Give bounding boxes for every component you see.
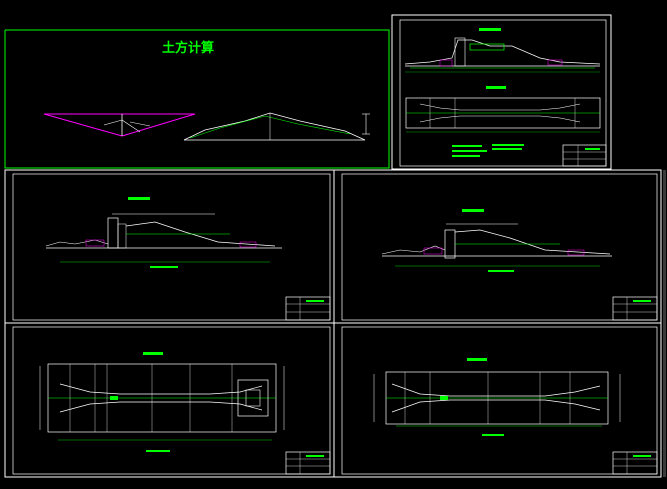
profile-view-drawing <box>45 197 282 268</box>
title-block <box>285 451 331 475</box>
profile-view-drawing <box>404 28 601 73</box>
plan-view-drawing <box>39 352 285 452</box>
title-block <box>612 451 658 475</box>
sheet-inner-border <box>341 173 658 321</box>
sheet-border-green <box>4 29 390 169</box>
sheet-inner-border <box>12 173 331 321</box>
sheet-inner-border <box>399 19 607 167</box>
sheet-longitudinal-profile-right[interactable] <box>333 169 662 324</box>
plan-view-drawing <box>405 86 601 133</box>
sheet-title-earthwork: 土方计算 <box>162 40 214 56</box>
sheet-longitudinal-profile-left[interactable] <box>4 169 335 324</box>
title-block <box>612 296 658 321</box>
sheet-inner-border <box>12 326 331 475</box>
title-block <box>285 296 331 321</box>
sheet-outer-border <box>333 169 662 324</box>
sheet-plan-view-right[interactable] <box>333 322 662 478</box>
sheet-outer-border <box>333 322 662 478</box>
sheet-overview-profile-plan[interactable] <box>391 14 612 170</box>
scroll-edge-indicator[interactable] <box>663 170 666 477</box>
fill-section-diagram <box>183 112 370 141</box>
notes-block <box>452 144 524 157</box>
sheet-outer-border <box>4 169 335 324</box>
sheet-outer-border <box>391 14 612 170</box>
sheet-earthwork-calculation[interactable]: 土方计算 <box>4 29 390 169</box>
sheet-inner-border <box>341 326 658 475</box>
cut-section-diagram <box>43 113 196 137</box>
plan-view-drawing <box>373 358 621 436</box>
title-block <box>562 144 607 167</box>
profile-view-drawing <box>381 209 612 272</box>
sheet-plan-view-left[interactable] <box>4 322 335 478</box>
sheet-outer-border <box>4 322 335 478</box>
